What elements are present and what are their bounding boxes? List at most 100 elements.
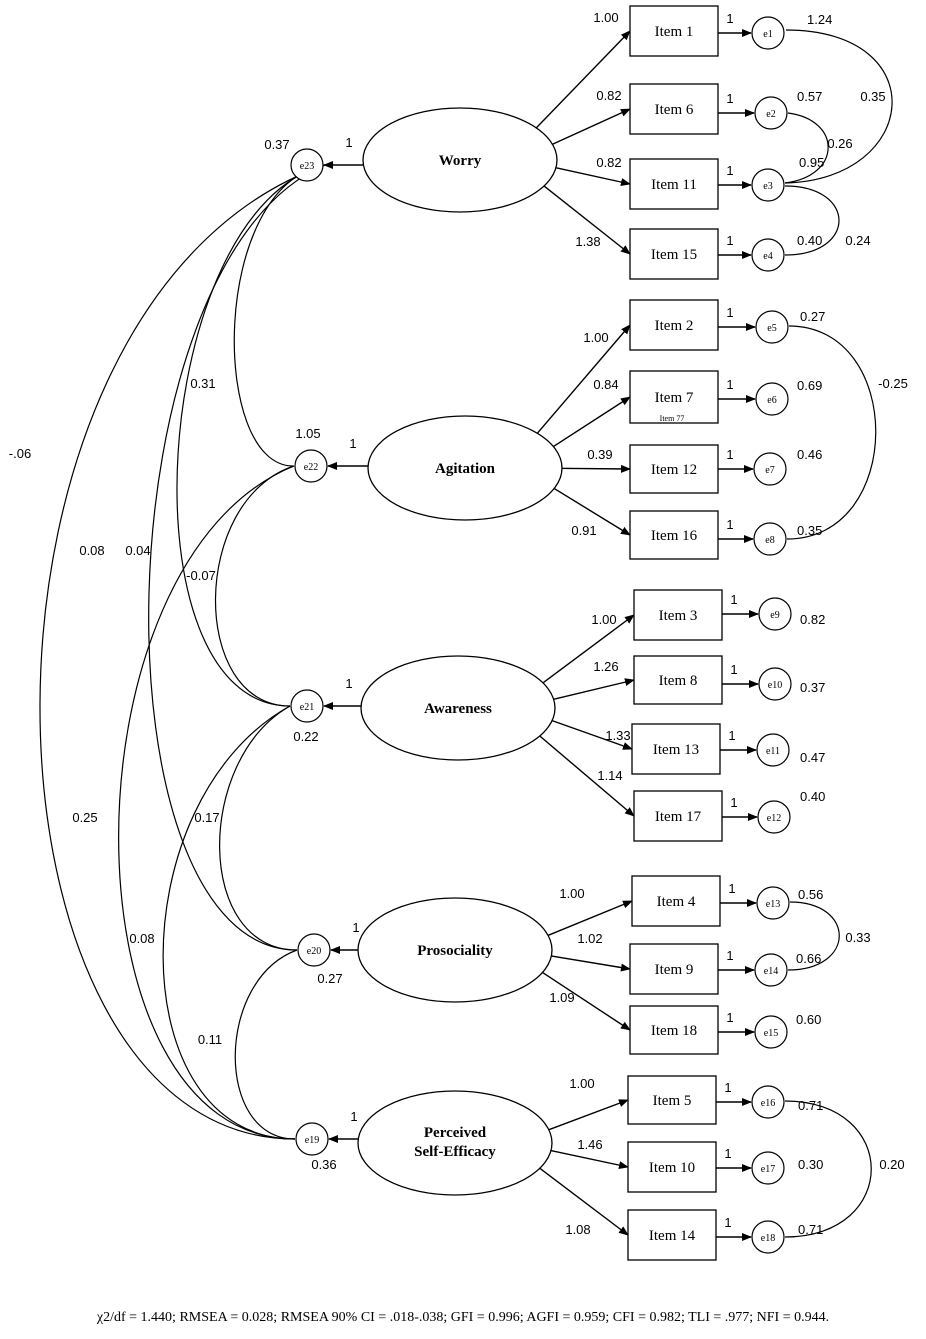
error-path-e3: 1 — [726, 163, 733, 178]
covariance-curve-e20-e19 — [234, 949, 298, 1140]
loading-label-item-18: 1.09 — [549, 990, 574, 1005]
error-path-e11: 1 — [728, 728, 735, 743]
error-e7-label: e7 — [765, 465, 774, 476]
factor-worry-ellipse — [362, 107, 558, 213]
variance-e4: 0.40 — [797, 233, 822, 248]
error-path-e13: 1 — [728, 881, 735, 896]
variance-e9: 0.82 — [800, 612, 825, 627]
loading-arrow-item-8 — [548, 678, 635, 702]
covariance-curve-e16-e18 — [784, 1100, 872, 1238]
error-e12-circle — [757, 800, 791, 834]
factor-agitation-ellipse — [367, 415, 563, 521]
loading-arrow-item-13 — [547, 718, 633, 750]
loading-label-item-14: 1.08 — [565, 1222, 590, 1237]
factor-awareness-label: Awareness — [424, 701, 492, 717]
item-label-item-2: Item 2 — [655, 318, 694, 334]
error-e5-label: e5 — [767, 323, 776, 334]
covariance-label-e23-e21: 0.04 — [125, 543, 150, 558]
item-label-item-12: Item 12 — [651, 462, 697, 478]
error-e6-label: e6 — [767, 395, 776, 406]
loading-label-item-1: 1.00 — [593, 10, 618, 25]
error-path-e6: 1 — [726, 377, 733, 392]
item-label-item-11: Item 11 — [651, 177, 697, 193]
item-box-item-9 — [629, 943, 719, 995]
item-box-item-11 — [629, 158, 719, 210]
error-e20-label: e20 — [307, 946, 321, 957]
error-e9-label: e9 — [770, 610, 779, 621]
loading-label-item-5: 1.00 — [569, 1076, 594, 1091]
error-e18-label: e18 — [761, 1233, 775, 1244]
item-label-item-16: Item 16 — [651, 528, 698, 544]
variance-e2: 0.57 — [797, 89, 822, 104]
covariance-curve-e23-e22 — [233, 164, 326, 467]
error-path-e18: 1 — [724, 1215, 731, 1230]
error-e17-circle — [751, 1151, 785, 1185]
variance-e18: 0.71 — [798, 1222, 823, 1237]
error-path-e10: 1 — [730, 662, 737, 677]
item-box-item-17 — [633, 790, 723, 842]
residual-path-e23: 1 — [345, 135, 352, 150]
variance-e12: 0.40 — [800, 789, 825, 804]
error-e11-circle — [756, 733, 790, 767]
loading-arrow-item-1 — [532, 30, 631, 132]
factor-prosociality-ellipse — [357, 897, 553, 1003]
item-box-item-18 — [629, 1005, 719, 1055]
loading-arrow-item-9 — [546, 954, 631, 972]
item-box-item-3 — [633, 589, 723, 641]
error-e2-label: e2 — [766, 109, 775, 120]
variance-e5: 0.27 — [800, 309, 825, 324]
item-box-item-2 — [629, 299, 719, 351]
item-label-item-4: Item 4 — [657, 894, 696, 910]
error-e6-circle — [755, 382, 789, 416]
loading-label-item-16: 0.91 — [571, 523, 596, 538]
variance-e8: 0.35 — [797, 523, 822, 538]
error-e18-circle — [751, 1220, 785, 1254]
error-e21-circle — [290, 689, 324, 723]
error-path-e4: 1 — [726, 233, 733, 248]
covariance-label-e20-e19: 0.11 — [198, 1032, 222, 1047]
loading-label-item-2: 1.00 — [583, 330, 608, 345]
item-label-item-1: Item 1 — [655, 24, 694, 40]
item-box-item-7 — [629, 370, 719, 424]
covariance-curve-e22-e21 — [215, 465, 295, 707]
variance-e23: 0.37 — [264, 137, 289, 152]
error-e14-label: e14 — [764, 966, 778, 977]
loading-label-item-13: 1.33 — [605, 728, 630, 743]
item-box-item-14 — [627, 1209, 717, 1261]
error-e23-circle — [290, 148, 324, 182]
variance-e22: 1.05 — [295, 426, 320, 441]
covariance-label-e5-e8: -0.25 — [878, 376, 908, 391]
error-e5-circle — [755, 310, 789, 344]
item-label-item-14: Item 14 — [649, 1228, 696, 1244]
variance-e17: 0.30 — [798, 1157, 823, 1172]
loading-arrow-item-7 — [549, 396, 631, 450]
covariance-label-e23-e19: -.06 — [9, 446, 31, 461]
factor-self_efficacy-label-1: Self-Efficacy — [414, 1144, 496, 1160]
factor-self_efficacy-label-0: Perceived — [424, 1125, 487, 1141]
variance-e19: 0.36 — [311, 1157, 336, 1172]
error-e13-label: e13 — [766, 899, 780, 910]
variance-e21: 0.22 — [293, 729, 318, 744]
factor-prosociality-label: Prosociality — [417, 943, 493, 959]
residual-path-e20: 1 — [352, 920, 359, 935]
item-label-item-9: Item 9 — [655, 962, 694, 978]
loading-arrow-item-10 — [545, 1148, 629, 1170]
item-box-item-10 — [627, 1141, 717, 1193]
item-label-item-8: Item 8 — [659, 673, 698, 689]
error-e15-label: e15 — [764, 1028, 778, 1039]
error-e1-circle — [751, 16, 785, 50]
loading-label-item-9: 1.02 — [577, 931, 602, 946]
error-e2-circle — [754, 96, 788, 130]
covariance-label-e2-e3: 0.26 — [827, 136, 852, 151]
item-label-item-5: Item 5 — [653, 1093, 692, 1109]
error-e12-label: e12 — [767, 813, 781, 824]
error-path-e17: 1 — [724, 1146, 731, 1161]
item-label-item-17: Item 17 — [655, 809, 702, 825]
loading-label-item-17: 1.14 — [597, 768, 622, 783]
variance-e10: 0.37 — [800, 680, 825, 695]
item-box-item-1 — [629, 5, 719, 57]
item-box-item-6 — [629, 83, 719, 135]
error-path-e15: 1 — [726, 1010, 733, 1025]
error-e11-label: e11 — [766, 746, 780, 757]
